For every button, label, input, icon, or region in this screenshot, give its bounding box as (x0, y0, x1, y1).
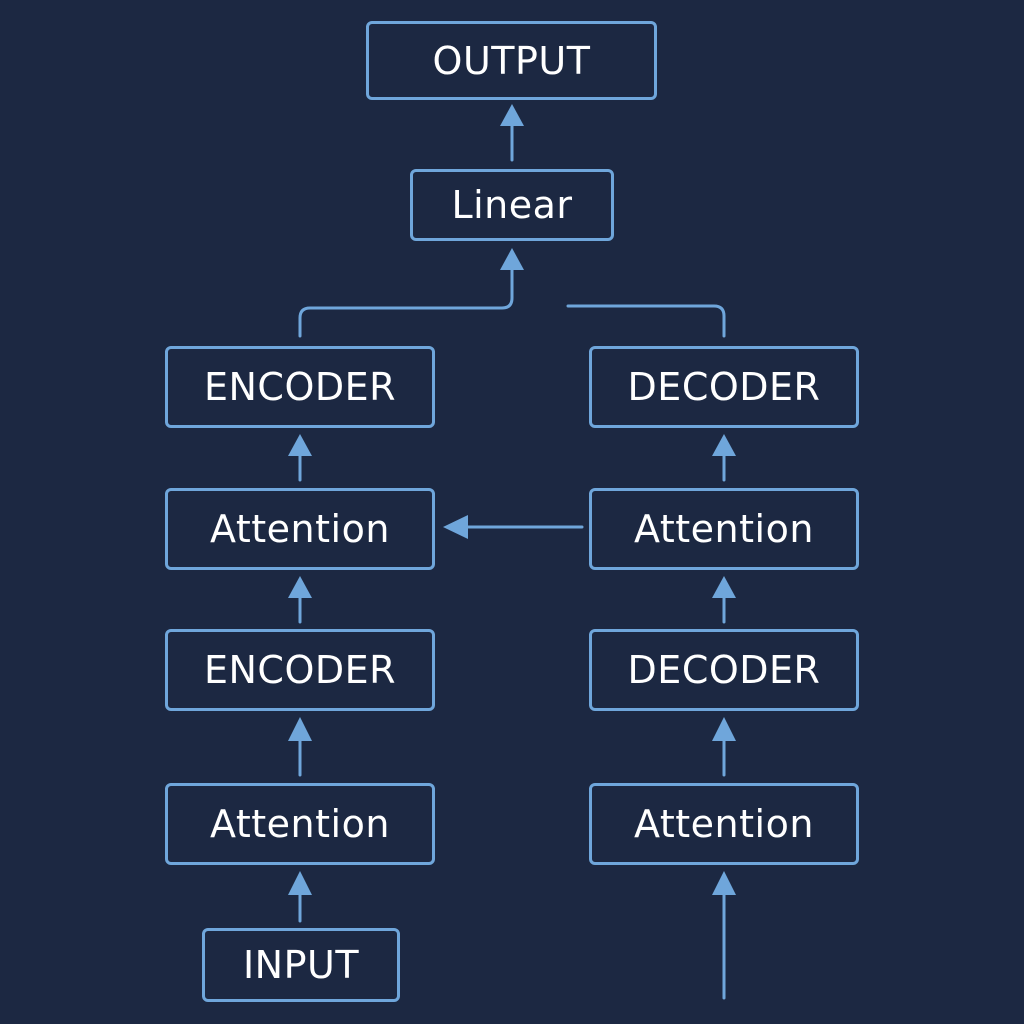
output-node: OUTPUT (366, 21, 657, 100)
linear-label: Linear (451, 183, 573, 227)
arrowhead-decoder-bottom (712, 717, 736, 741)
arrowhead-linear (500, 248, 524, 270)
decoder-bottom-node: DECODER (589, 629, 859, 711)
output-label: OUTPUT (432, 38, 591, 83)
arrowhead-attention-left-top (288, 576, 312, 598)
arrowhead-decoder-top (712, 434, 736, 456)
decoder-top-label: DECODER (627, 365, 821, 409)
encoder-bottom-label: ENCODER (203, 648, 397, 692)
attention-left-bottom-node: Attention (165, 783, 435, 865)
attention-right-bottom-label: Attention (634, 802, 814, 846)
encoder-top-label: ENCODER (203, 365, 397, 409)
attention-right-top-label: Attention (634, 507, 814, 551)
input-label: INPUT (242, 943, 360, 987)
attention-left-bottom-label: Attention (210, 802, 390, 846)
input-node: INPUT (202, 928, 400, 1002)
encoder-top-node: ENCODER (165, 346, 435, 428)
decoder-top-node: DECODER (589, 346, 859, 428)
arrowhead-attention-right-bottom (712, 871, 736, 895)
attention-left-top-node: Attention (165, 488, 435, 570)
encoder-bottom-node: ENCODER (165, 629, 435, 711)
attention-right-bottom-node: Attention (589, 783, 859, 865)
attention-right-top-node: Attention (589, 488, 859, 570)
decoder-bottom-label: DECODER (627, 648, 821, 692)
attention-left-top-label: Attention (210, 507, 390, 551)
arrowhead-attention-left-bottom (288, 871, 312, 895)
arrowhead-output (500, 104, 524, 126)
edge-encoder-to-linear (298, 266, 514, 338)
linear-node: Linear (410, 169, 614, 241)
arrowhead-cross-attention (443, 515, 468, 539)
arrowhead-attention-right-top (712, 576, 736, 598)
arrowhead-encoder-top (288, 434, 312, 456)
decoder-top-connector (566, 304, 726, 338)
arrowhead-encoder-bottom (288, 717, 312, 741)
